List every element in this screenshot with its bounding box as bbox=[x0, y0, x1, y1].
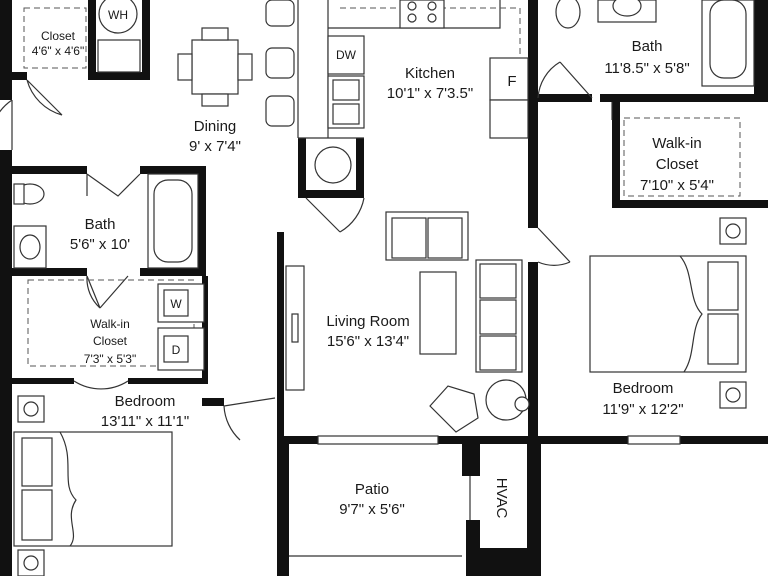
master-bath-name: Bath bbox=[632, 38, 663, 55]
living-furniture bbox=[285, 211, 530, 433]
left-bed bbox=[13, 395, 173, 576]
fridge-label: F bbox=[507, 73, 516, 90]
water-heater-label: WH bbox=[108, 8, 128, 22]
laundry: W D bbox=[157, 283, 205, 371]
walkin-master-name2: Closet bbox=[656, 156, 699, 173]
left-bedroom-name: Bedroom bbox=[115, 393, 176, 410]
dining-table bbox=[177, 27, 253, 107]
living-name: Living Room bbox=[326, 313, 409, 330]
left-bath-dims: 5'6" x 10' bbox=[70, 236, 130, 253]
master-bedroom-dims: 11'9" x 12'2" bbox=[602, 401, 683, 418]
living-dims: 15'6" x 13'4" bbox=[327, 333, 409, 350]
patio-name: Patio bbox=[355, 481, 389, 498]
closet-name: Closet bbox=[41, 29, 76, 43]
dryer-label: D bbox=[172, 343, 181, 357]
left-bath-name: Bath bbox=[85, 216, 116, 233]
patio-dims: 9'7" x 5'6" bbox=[339, 501, 405, 518]
dining-name: Dining bbox=[194, 118, 237, 135]
walkin-left-name2: Closet bbox=[93, 334, 128, 348]
master-bed bbox=[589, 217, 747, 409]
water-heater: WH bbox=[97, 0, 141, 73]
kitchen-dims: 10'1" x 7'3.5" bbox=[387, 85, 473, 102]
master-bath-fixtures bbox=[555, 0, 755, 87]
master-bedroom-name: Bedroom bbox=[613, 380, 674, 397]
left-bedroom-dims: 13'11" x 11'1" bbox=[101, 413, 189, 430]
hvac-label: HVAC bbox=[493, 478, 510, 519]
washer-label: W bbox=[170, 297, 182, 311]
closet-dims: 4'6" x 4'6" bbox=[32, 44, 84, 58]
master-bath-dims: 11'8.5" x 5'8" bbox=[604, 60, 689, 77]
walkin-left-name: Walk-in bbox=[90, 317, 130, 331]
walkin-master-dims: 7'10" x 5'4" bbox=[640, 177, 714, 194]
door-swings bbox=[0, 61, 613, 441]
dishwasher-label: DW bbox=[336, 48, 357, 62]
walkin-master-name: Walk-in bbox=[652, 135, 701, 152]
walkin-left-dims: 7'3" x 5'3" bbox=[84, 352, 136, 366]
dining-dims: 9' x 7'4" bbox=[189, 138, 241, 155]
left-bath-fixtures bbox=[13, 173, 199, 269]
closet: Closet 4'6" x 4'6" bbox=[23, 7, 87, 69]
kitchen-name: Kitchen bbox=[405, 65, 455, 82]
kitchen-counters: DW F bbox=[265, 0, 529, 184]
